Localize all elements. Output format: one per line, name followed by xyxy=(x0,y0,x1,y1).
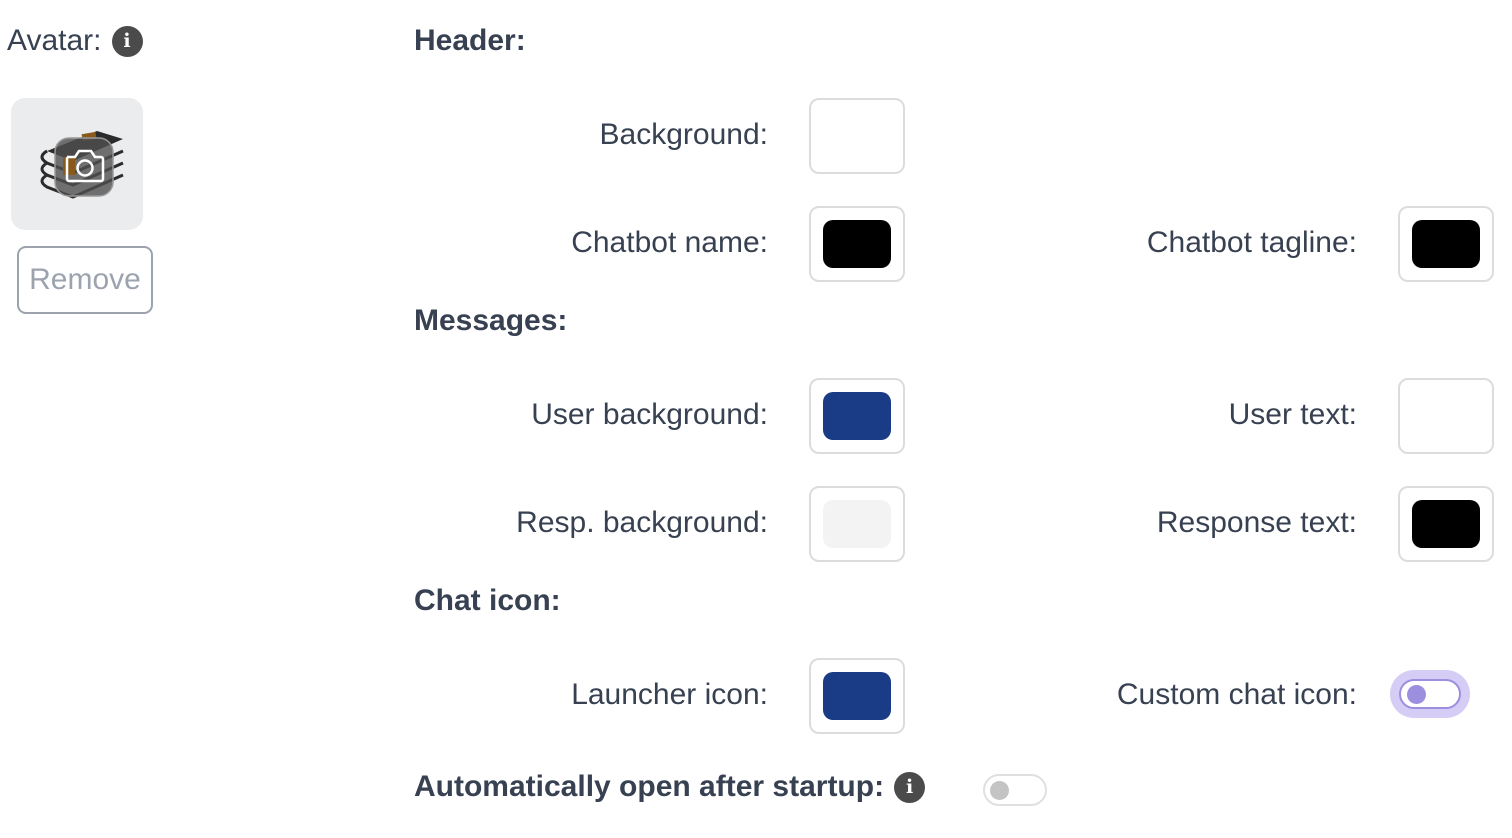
user-background-label: User background: xyxy=(531,398,768,431)
response-text-label: Response text: xyxy=(1156,506,1357,539)
auto-open-toggle[interactable] xyxy=(983,774,1047,806)
custom-chat-icon-label: Custom chat icon: xyxy=(1116,678,1357,711)
section-title-messages: Messages: xyxy=(414,304,568,337)
custom-chat-icon-toggle[interactable] xyxy=(1390,670,1470,718)
color-swatch xyxy=(823,672,891,720)
user-text-color-picker[interactable] xyxy=(1398,378,1494,454)
chatbot-name-color-picker[interactable] xyxy=(809,206,905,282)
color-swatch xyxy=(823,500,891,548)
books-with-camera-icon xyxy=(40,131,124,199)
color-swatch xyxy=(1412,500,1480,548)
user-text-label: User text: xyxy=(1228,398,1357,431)
auto-open-row: Automatically open after startup: i xyxy=(414,770,926,804)
avatar-upload[interactable] xyxy=(11,98,143,230)
color-swatch xyxy=(1412,220,1480,268)
chatbot-tagline-color-picker[interactable] xyxy=(1398,206,1494,282)
toggle-track xyxy=(1399,679,1461,709)
launcher-icon-label: Launcher icon: xyxy=(571,678,768,711)
toggle-knob xyxy=(1407,685,1426,704)
avatar-label-row: Avatar: i xyxy=(7,24,143,58)
info-icon[interactable]: i xyxy=(894,771,926,803)
toggle-knob xyxy=(990,781,1009,800)
header-background-label: Background: xyxy=(599,118,768,151)
launcher-icon-color-picker[interactable] xyxy=(809,658,905,734)
color-swatch xyxy=(1412,392,1480,440)
resp-background-color-picker[interactable] xyxy=(809,486,905,562)
color-swatch xyxy=(823,392,891,440)
section-title-chat-icon: Chat icon: xyxy=(414,584,561,617)
remove-avatar-button[interactable]: Remove xyxy=(17,246,153,314)
color-swatch xyxy=(823,112,891,160)
color-swatch xyxy=(823,220,891,268)
auto-open-label: Automatically open after startup: xyxy=(414,770,885,803)
info-icon[interactable]: i xyxy=(111,25,143,57)
section-title-header: Header: xyxy=(414,24,526,57)
chatbot-tagline-label: Chatbot tagline: xyxy=(1146,226,1357,259)
resp-background-label: Resp. background: xyxy=(516,506,768,539)
header-background-color-picker[interactable] xyxy=(809,98,905,174)
chatbot-name-label: Chatbot name: xyxy=(571,226,768,259)
user-background-color-picker[interactable] xyxy=(809,378,905,454)
response-text-color-picker[interactable] xyxy=(1398,486,1494,562)
avatar-label: Avatar: xyxy=(7,24,102,57)
